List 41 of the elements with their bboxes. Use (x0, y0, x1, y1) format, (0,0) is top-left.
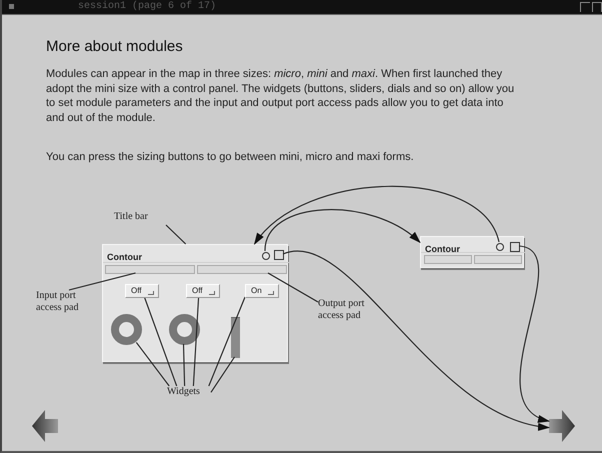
maxi-button (274, 250, 284, 260)
toggle-button: On (245, 284, 279, 298)
curved-arrow (264, 209, 421, 252)
sizing-button (262, 252, 270, 260)
toggle-button: Off (186, 284, 220, 298)
leader-line (166, 224, 186, 244)
module-name: Contour (425, 244, 460, 254)
leader-line (268, 272, 318, 302)
maxi-button (510, 242, 520, 252)
module-panel (420, 236, 524, 268)
dial (111, 314, 142, 345)
port-pad (105, 265, 195, 274)
port-pad (424, 255, 472, 264)
curved-arrow (518, 245, 550, 422)
next-arrow-button (549, 410, 575, 442)
leader-line (192, 296, 200, 386)
leader-line (144, 296, 178, 386)
sizing-button (496, 243, 504, 251)
slide-title: More about modules (46, 38, 183, 55)
leader-line (68, 272, 136, 291)
callout-label: Output port access pad (318, 298, 376, 338)
leader-line (136, 342, 170, 386)
curved-arrow (282, 250, 550, 430)
callout-label: Title bar (114, 211, 166, 225)
previous-arrow-button (32, 410, 58, 442)
body-paragraph: You can press the sizing buttons to go between mini, micro and maxi forms. (46, 150, 415, 164)
callout-label: Input port access pad (36, 290, 96, 330)
module-name: Contour (107, 252, 142, 262)
callout-label: Widgets (167, 386, 211, 400)
leader-line (210, 356, 235, 393)
leader-line (208, 296, 246, 386)
leader-line (182, 344, 186, 386)
slider (231, 317, 240, 358)
toggle-button: Off (125, 284, 159, 298)
dial (169, 314, 200, 345)
curved-arrow (254, 186, 500, 245)
port-pad (474, 255, 522, 264)
port-pad (197, 265, 287, 274)
module-panel (102, 244, 288, 362)
body-paragraph: Modules can appear in the map in three sizes: micro, mini and maxi. When first launched they adopt the mini size with a control panel. The widgets (buttons, sliders, dials and so on) allow you to set module parameters and the input and output port access pads allow you to get data into and out of the module. (46, 67, 516, 125)
window-title: session1 (page 6 of 17) (78, 1, 216, 12)
